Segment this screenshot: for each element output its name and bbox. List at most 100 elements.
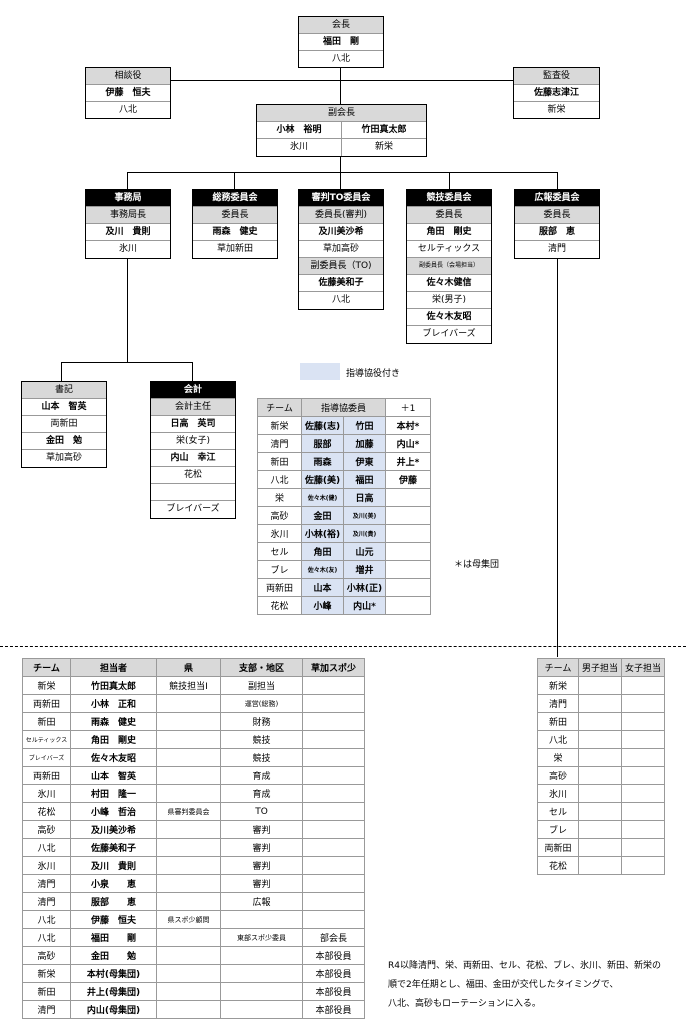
duty-cell: 高砂 [22, 820, 71, 839]
table-row: 両新田 [537, 838, 665, 857]
coaches-table: チーム 指導協委員 ＋1 新栄佐藤(志)竹田本村*清門服部加藤内山*新田雨森伊東… [257, 398, 432, 615]
coaches-cell-b: 伊東 [342, 452, 387, 471]
duty-cell: 八北 [22, 928, 71, 947]
committee-row: 事務局長 [86, 207, 170, 224]
duty-header: 県 [156, 658, 221, 677]
coaches-header-members: 指導協委員 [300, 398, 387, 417]
duty-cell: 広報 [220, 892, 303, 911]
pr-assign-cell[interactable] [578, 802, 622, 821]
duty-cell: 競技 [220, 748, 303, 767]
duty-cell: 本部役員 [302, 982, 365, 1001]
duty-cell [220, 946, 303, 965]
coaches-cell-c [385, 524, 432, 543]
duty-cell [220, 910, 303, 929]
auditor-name: 佐藤志津江 [514, 85, 599, 102]
table-row: 両新田山本 智英育成 [22, 766, 365, 785]
committee-row: 委員長 [515, 207, 599, 224]
duty-cell [156, 964, 221, 983]
table-row: ブレイバーズ佐々木友昭競技 [22, 748, 365, 767]
pr-assign-cell[interactable] [578, 694, 622, 713]
secretary-box: 書記 山本 智英両新田金田 勉草加高砂 [21, 381, 107, 468]
auditor-title: 監査役 [514, 68, 599, 85]
committee-row: 及川美沙希 [299, 224, 383, 241]
duty-cell [302, 874, 365, 893]
vice-title: 副会長 [257, 105, 426, 122]
table-row: 新栄 [537, 676, 665, 695]
coaches-cell-b: 福田 [342, 470, 387, 489]
pr-assign-cell[interactable] [578, 676, 622, 695]
committee-box: 広報委員会委員長服部 恵清門 [514, 189, 600, 259]
table-row: セル [537, 802, 665, 821]
duty-cell [156, 784, 221, 803]
coaches-cell-b: 及川(貴) [342, 524, 387, 543]
duty-cell: 内山(母集団) [70, 1000, 157, 1019]
committee-title: 総務委員会 [193, 190, 277, 207]
pr-assign-cell[interactable] [621, 838, 665, 857]
duty-cell [220, 964, 303, 983]
table-row: 氷川小林(裕)及川(貴) [257, 524, 432, 543]
duty-cell: 本部役員 [302, 1000, 365, 1019]
duty-cell: 審判 [220, 820, 303, 839]
duty-cell [156, 982, 221, 1001]
coaches-cell-team: 清門 [257, 434, 302, 453]
pr-assign-cell[interactable] [621, 694, 665, 713]
duty-cell [156, 838, 221, 857]
duty-cell [156, 1000, 221, 1019]
coaches-cell-b: 加藤 [342, 434, 387, 453]
duty-cell: 雨森 健史 [70, 712, 157, 731]
committee-row: 委員長 [193, 207, 277, 224]
coaches-cell-a: 服部 [301, 434, 344, 453]
duty-cell: 及川美沙希 [70, 820, 157, 839]
pr-assign-cell[interactable] [578, 784, 622, 803]
pr-team-cell: 清門 [537, 694, 579, 713]
pr-assign-cell[interactable] [621, 856, 665, 875]
pr-team-cell: 高砂 [537, 766, 579, 785]
duty-cell: 新田 [22, 712, 71, 731]
committee-row: 服部 恵 [515, 224, 599, 241]
pr-assign-cell[interactable] [621, 784, 665, 803]
pr-assign-cell[interactable] [578, 856, 622, 875]
pr-assign-cell[interactable] [578, 748, 622, 767]
table-row: 花松 [537, 856, 665, 875]
coaches-cell-a: 雨森 [301, 452, 344, 471]
duty-cell: 東部スポ少委員 [220, 928, 303, 947]
table-row: 氷川及川 貴則審判 [22, 856, 365, 875]
vice-president-box: 副会長 小林 裕明 竹田真太郎 氷川 新栄 [256, 104, 427, 157]
duty-cell [302, 748, 365, 767]
table-row: 新栄本村(母集団)本部役員 [22, 964, 365, 983]
pr-assign-cell[interactable] [578, 712, 622, 731]
pr-assign-cell[interactable] [621, 712, 665, 731]
coaches-cell-a: 小林(裕) [301, 524, 344, 543]
table-row: 両新田山本小林(正) [257, 578, 432, 597]
coaches-cell-team: ブレ [257, 560, 302, 579]
coaches-cell-c: 井上* [385, 452, 432, 471]
pr-team-cell: 八北 [537, 730, 579, 749]
pr-assign-cell[interactable] [578, 766, 622, 785]
committee-row: 及川 貴則 [86, 224, 170, 241]
duty-cell [156, 766, 221, 785]
advisor-title: 相談役 [86, 68, 170, 85]
pr-assign-cell[interactable] [578, 820, 622, 839]
pr-assign-cell[interactable] [621, 676, 665, 695]
pr-assign-cell[interactable] [621, 730, 665, 749]
pr-assign-cell[interactable] [578, 838, 622, 857]
coaches-cell-a: 金田 [301, 506, 344, 525]
duty-cell [156, 694, 221, 713]
duty-cell: 両新田 [22, 766, 71, 785]
pr-assign-cell[interactable] [621, 820, 665, 839]
committee-row: 八北 [331, 295, 350, 305]
duty-cell: 財務 [220, 712, 303, 731]
accounting-title: 会計 [151, 382, 235, 399]
pr-assign-cell[interactable] [621, 802, 665, 821]
duty-cell [156, 946, 221, 965]
pr-assign-cell[interactable] [621, 766, 665, 785]
committee-box: 審判TO委員会委員長(審判)及川美沙希草加高砂副委員長（TO)佐藤美和子八北 [298, 189, 384, 310]
pr-header-row: チーム男子担当女子担当 [537, 658, 665, 677]
duty-cell: 佐々木友昭 [70, 748, 157, 767]
table-row: ブレ佐々木(友)増井 [257, 560, 432, 579]
pr-assign-cell[interactable] [621, 748, 665, 767]
accounting-row: ブレイバーズ [166, 504, 220, 514]
pr-assign-cell[interactable] [578, 730, 622, 749]
coaches-cell-team: 高砂 [257, 506, 302, 525]
